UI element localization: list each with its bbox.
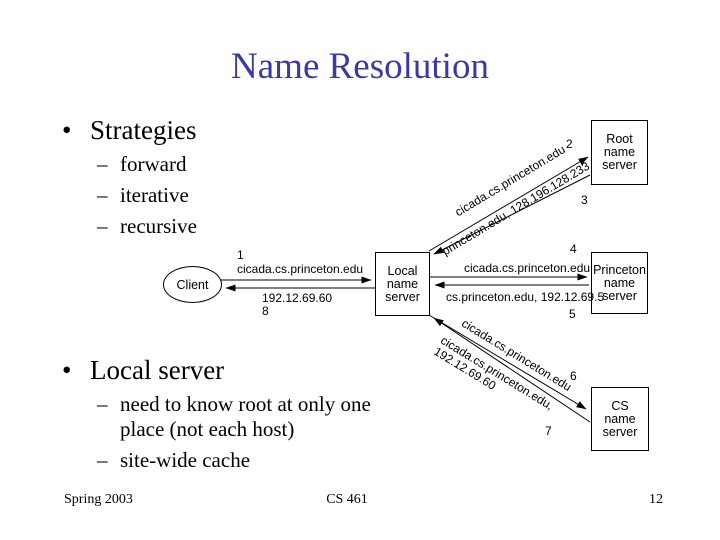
sub-bullet-label: site-wide cache bbox=[120, 448, 251, 472]
footer-term: Spring 2003 bbox=[64, 492, 133, 507]
page-title: Name Resolution bbox=[231, 46, 489, 87]
bullet-group-strategies: • Strategies – forward – iterative – rec… bbox=[62, 114, 197, 245]
step-8-number: 8 bbox=[262, 304, 269, 318]
step-5-number: 5 bbox=[569, 307, 576, 321]
sub-bullet-list: – need to know root at only one place (n… bbox=[97, 392, 410, 473]
bullet-icon: • bbox=[62, 115, 72, 145]
step-4-query-text: cicada.cs.princeton.edu bbox=[464, 261, 591, 275]
footer-course: CS 461 bbox=[326, 492, 368, 507]
client-node: Client bbox=[163, 266, 222, 303]
box-label-line: name bbox=[604, 411, 636, 426]
step-2-number: 2 bbox=[566, 137, 573, 151]
princeton-name-server-box: Princeton name server bbox=[591, 252, 648, 314]
dash-icon: – bbox=[97, 214, 108, 238]
box-label-line: Root bbox=[606, 132, 633, 146]
box-label-line: Princeton bbox=[593, 262, 646, 277]
dash-icon: – bbox=[97, 183, 108, 207]
sub-bullet-label: need to know root at only one place (not… bbox=[120, 392, 371, 441]
bullet-label: Strategies bbox=[90, 115, 197, 145]
bullet-icon: • bbox=[62, 355, 72, 385]
bullet-item-strategies: • Strategies bbox=[62, 114, 197, 146]
root-name-server-box: Root name server bbox=[591, 120, 648, 185]
sub-bullet-recursive: – recursive bbox=[97, 214, 197, 239]
step-4-number: 4 bbox=[570, 242, 577, 256]
step-1-number: 1 bbox=[237, 248, 244, 262]
box-label-line: server bbox=[602, 288, 637, 303]
sub-bullet-label: iterative bbox=[120, 183, 189, 207]
cs-name-server-box: CS name server bbox=[591, 387, 649, 451]
step-5-reply-text: cs.princeton.edu, 192.12.69.5 bbox=[446, 290, 605, 304]
sub-bullet-know-root: – need to know root at only one place (n… bbox=[97, 392, 410, 442]
box-label-line: name bbox=[386, 276, 419, 291]
box-label-line: name bbox=[603, 275, 636, 290]
sub-bullet-label: recursive bbox=[120, 214, 197, 238]
local-name-server-box: Local name server bbox=[375, 252, 430, 316]
box-label-line: Local bbox=[387, 263, 418, 278]
sub-bullet-label: forward bbox=[120, 152, 187, 176]
step-1-query-text: cicada.cs.princeton.edu bbox=[237, 262, 364, 276]
box-label-line: server bbox=[602, 424, 638, 439]
step-8-reply-text: 192.12.69.60 bbox=[262, 291, 333, 305]
sub-bullet-list: – forward – iterative – recursive bbox=[97, 152, 197, 239]
step-7-number: 7 bbox=[545, 424, 552, 438]
bullet-label: Local server bbox=[90, 355, 225, 385]
dash-icon: – bbox=[97, 152, 108, 176]
sub-bullet-forward: – forward bbox=[97, 152, 197, 177]
bullet-group-local-server: • Local server – need to know root at on… bbox=[62, 354, 410, 479]
bullet-item-local-server: • Local server bbox=[62, 354, 410, 386]
step-6-number: 6 bbox=[570, 369, 577, 383]
sub-bullet-site-wide-cache: – site-wide cache bbox=[97, 448, 410, 473]
client-label: Client bbox=[176, 277, 209, 292]
dash-icon: – bbox=[97, 448, 108, 472]
box-label-line: server bbox=[385, 289, 420, 304]
box-label-line: server bbox=[602, 158, 637, 172]
step-3-number: 3 bbox=[581, 193, 588, 207]
footer-page-number: 12 bbox=[649, 492, 663, 507]
sub-bullet-iterative: – iterative bbox=[97, 183, 197, 208]
dash-icon: – bbox=[97, 392, 108, 416]
box-label-line: name bbox=[603, 145, 636, 159]
box-label-line: CS bbox=[611, 398, 629, 413]
